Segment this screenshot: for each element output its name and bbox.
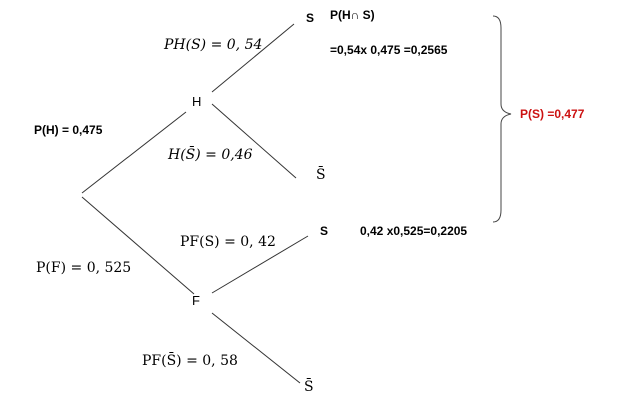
branch-f-to-s (211, 235, 309, 294)
calc-h-inter-s-header: P(H∩ S) (330, 8, 375, 22)
label-pf-sbar: PF(S̄) = 0, 58 (142, 353, 238, 369)
branch-root-to-f (81, 196, 195, 295)
label-ph-s: PH(S) = 0, 54 (164, 37, 263, 53)
leaf-f-sbar: S̄ (304, 379, 314, 395)
calc-total-p-s: P(S) =0,477 (520, 107, 585, 121)
calc-h-inter-s-value: =0,54x 0,475 =0,2565 (330, 43, 448, 57)
leaf-h-sbar: S̄ (316, 167, 326, 183)
leaf-f-s: S (320, 224, 329, 238)
leaf-h-s: S (306, 11, 315, 25)
branch-h-to-s (211, 23, 295, 93)
label-p-h: P(H) = 0,475 (34, 123, 103, 137)
grouping-brace (492, 15, 512, 223)
label-p-f: P(F) = 0, 525 (36, 260, 132, 276)
calc-f-inter-s-value: 0,42 x0,525=0,2205 (360, 224, 468, 238)
branch-h-to-sbar (211, 103, 297, 179)
branch-f-to-sbar (211, 312, 301, 384)
node-f: F (192, 293, 200, 308)
label-h-sbar: H(S̄) = 0,46 (168, 147, 253, 163)
node-h: H (192, 94, 202, 109)
branch-root-to-h (81, 111, 187, 194)
label-pf-s: PF(S) = 0, 42 (180, 234, 276, 250)
